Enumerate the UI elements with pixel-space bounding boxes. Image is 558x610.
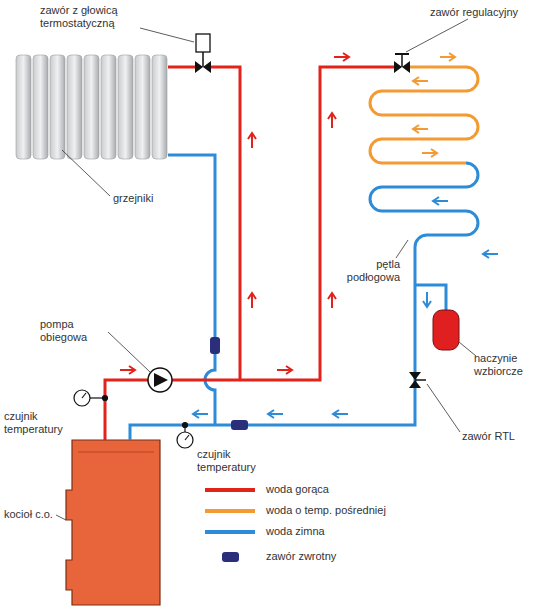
expansion-vessel — [433, 310, 459, 350]
part-label: zawór z głowicą termostatyczną — [40, 4, 150, 30]
part-label: czujnik temperatury — [4, 410, 76, 436]
flow-arrows — [120, 53, 498, 418]
radiator — [16, 55, 167, 159]
flow-arrow — [433, 197, 448, 205]
cold-pipes — [130, 155, 478, 440]
flow-arrow — [268, 410, 283, 418]
part-label: kocioł c.o. — [4, 508, 58, 521]
hot-pipes — [105, 67, 394, 440]
radiator-fin — [135, 55, 150, 159]
part-label: czujnik temperatury — [197, 448, 272, 474]
legend-text: woda zimna — [266, 525, 325, 538]
radiator-fin — [118, 55, 133, 159]
legend-swatch — [205, 509, 255, 513]
regulating-valve — [394, 54, 410, 73]
boiler — [66, 440, 160, 605]
flow-arrow — [413, 125, 428, 133]
radiator-fin — [152, 55, 167, 159]
flow-arrow — [333, 410, 348, 418]
check-valve-sample — [222, 552, 239, 562]
radiator-fin — [33, 55, 48, 159]
part-label: pompa obiegowa — [40, 318, 115, 344]
radiator-fin — [84, 55, 99, 159]
temperature-sensor — [74, 390, 193, 448]
leader-lines — [56, 19, 476, 520]
legend-text: woda o temp. pośredniej — [266, 504, 386, 517]
flow-arrow — [120, 366, 135, 374]
flow-arrow — [440, 53, 455, 61]
part-label: zawór regulacyjny — [430, 6, 540, 19]
check-valve — [210, 337, 220, 354]
thermostatic-valve — [195, 34, 211, 73]
flow-arrow — [328, 113, 336, 128]
part-label: pętla podłogowa — [332, 258, 400, 284]
flow-arrow — [423, 292, 431, 307]
rtl-valve — [409, 372, 426, 388]
part-label: zawór RTL — [462, 430, 542, 443]
circulation-pump — [148, 368, 172, 392]
flow-arrow — [422, 149, 437, 157]
legend-swatch — [205, 530, 255, 534]
legend-swatch — [205, 488, 255, 492]
radiator-fin — [16, 55, 31, 159]
floor-loop — [370, 67, 478, 163]
flow-arrow — [193, 410, 208, 418]
radiator-fin — [67, 55, 82, 159]
flow-arrow — [328, 293, 336, 308]
flow-arrow — [248, 133, 256, 148]
legend-text: zawór zwrotny — [266, 550, 336, 563]
part-label: naczynie wzbiorcze — [474, 352, 554, 378]
check-valve — [231, 420, 248, 430]
flow-arrow — [248, 293, 256, 308]
flow-arrow — [483, 250, 498, 258]
legend-text: woda gorąca — [266, 483, 329, 496]
radiator-fin — [101, 55, 116, 159]
part-label: grzejniki — [113, 192, 183, 205]
flow-arrow — [277, 366, 292, 374]
flow-arrow — [413, 77, 428, 85]
radiator-fin — [50, 55, 65, 159]
flow-arrow — [334, 53, 349, 61]
